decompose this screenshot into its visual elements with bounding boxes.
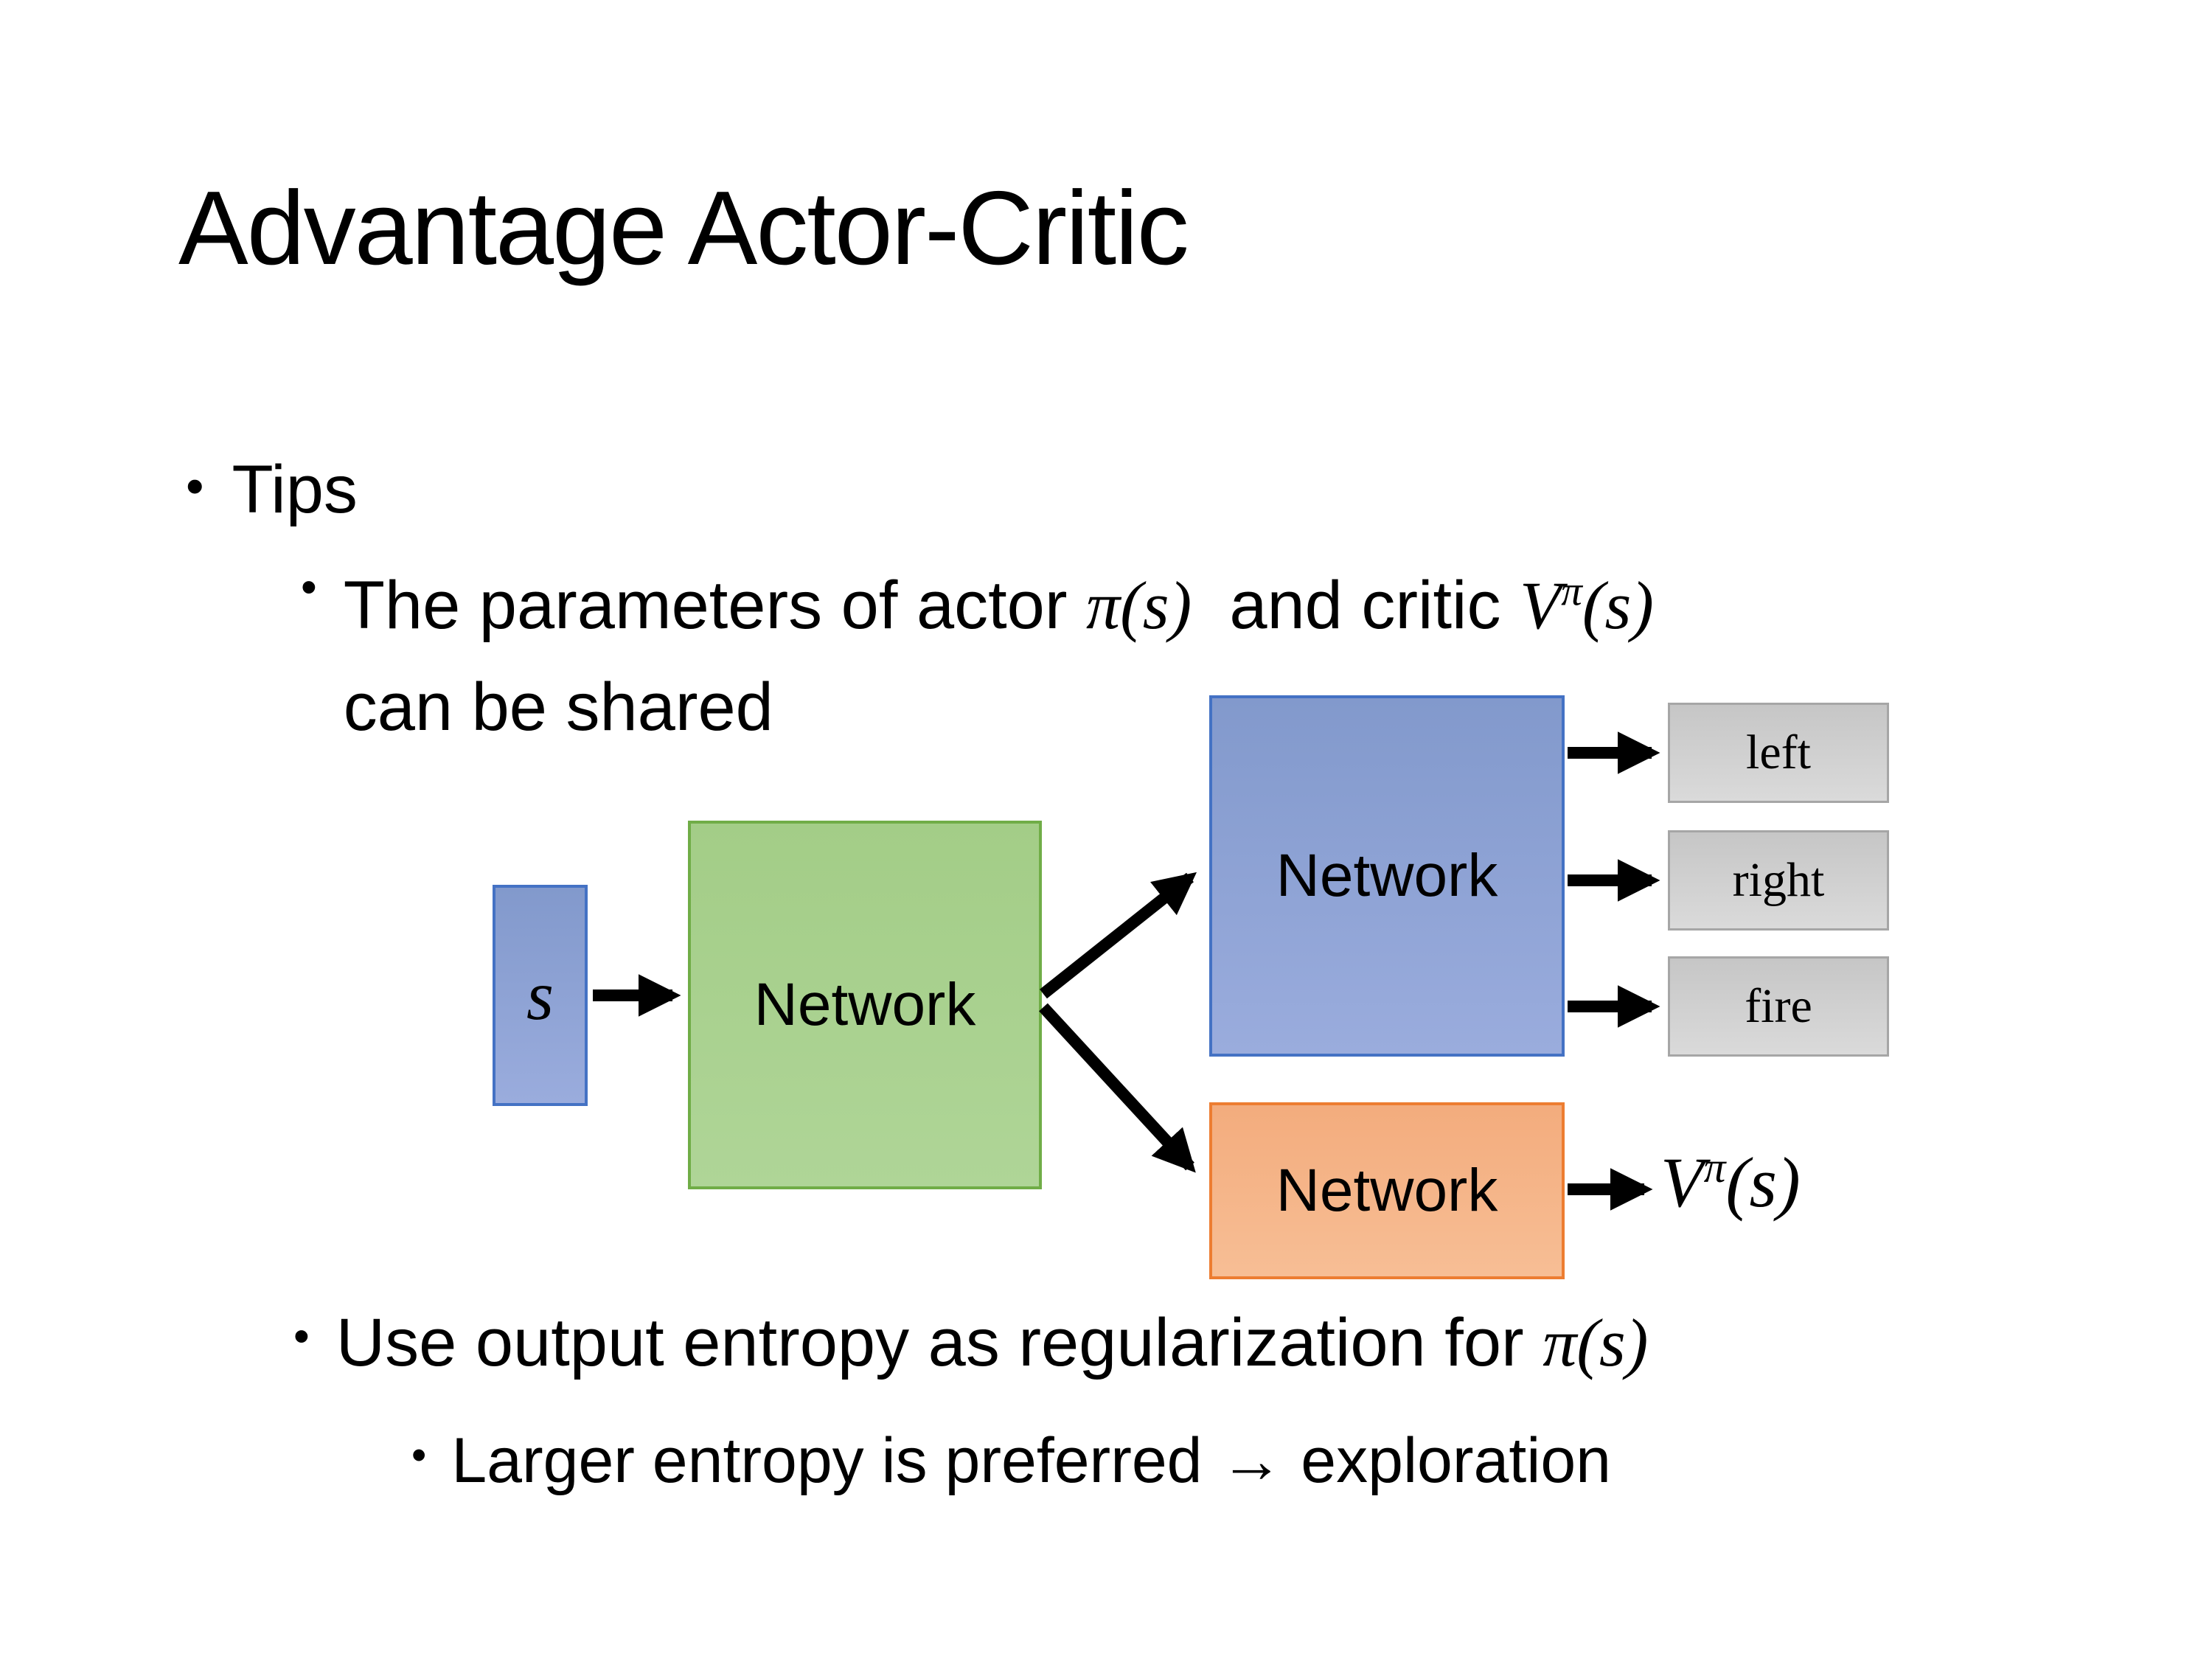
v-args: (s) [1725,1143,1801,1222]
action-right-label: right [1732,853,1825,907]
entropy-text-pre: Use output entropy as regularization for [335,1305,1543,1380]
critic-network-label: Network [1276,1157,1498,1224]
actor-network-label: Network [1276,842,1498,909]
v-symbol: V [1660,1143,1704,1222]
bullet-icon: • [293,1311,310,1362]
bullet-params-line1: The parameters of actor π(s) and critic … [344,554,1654,656]
state-label: s [526,956,554,1034]
v-pi-s-math: Vπ(s) [1520,568,1654,643]
action-left-label: left [1746,726,1811,779]
bullet-params-text: The parameters of actor π(s) and critic … [344,554,1654,758]
arrow-shared-to-critic [1039,1003,1196,1173]
action-fire-label: fire [1745,979,1812,1033]
bullet-icon: • [301,562,317,613]
shared-network-box: Network [688,821,1042,1189]
action-box-right: right [1668,830,1889,931]
params-text-mid: and critic [1192,568,1520,643]
bullet-icon: • [411,1431,427,1479]
critic-network-box: Network [1209,1102,1565,1279]
arrow-shared-to-actor [1040,872,1197,999]
pi-superscript: π [1703,1143,1726,1192]
bullet-larger-entropy: • Larger entropy is preferred → explorat… [411,1425,1611,1498]
bullet-params-line2: can be shared [343,669,773,745]
shared-network-label: Network [754,971,976,1038]
bullet-params: • The parameters of actor π(s) and criti… [301,554,1654,758]
params-text-pre: The parameters of actor [343,568,1087,643]
action-box-left: left [1668,703,1889,803]
bullet-entropy-text: Use output entropy as regularization for… [336,1304,1649,1382]
pi-s-math: π(s) [1543,1305,1649,1380]
actor-network-box: Network [1209,695,1565,1057]
action-box-fire: fire [1668,956,1889,1057]
pi-s-math: π(s) [1086,568,1192,643]
bullet-larger-entropy-label: Larger entropy is preferred → exploratio… [451,1425,1612,1496]
bullet-tips-label: Tips [232,452,358,527]
page-title: Advantage Actor-Critic [178,170,1189,287]
value-output-label: Vπ(s) [1660,1141,1801,1223]
bullet-entropy: • Use output entropy as regularization f… [293,1304,1648,1382]
state-input-box: s [493,885,588,1106]
bullet-tips: • Tips [186,451,358,529]
pi-superscript: π [1561,568,1582,615]
v-args: (s) [1582,568,1654,643]
v-symbol: V [1520,568,1562,643]
bullet-icon: • [186,457,204,515]
